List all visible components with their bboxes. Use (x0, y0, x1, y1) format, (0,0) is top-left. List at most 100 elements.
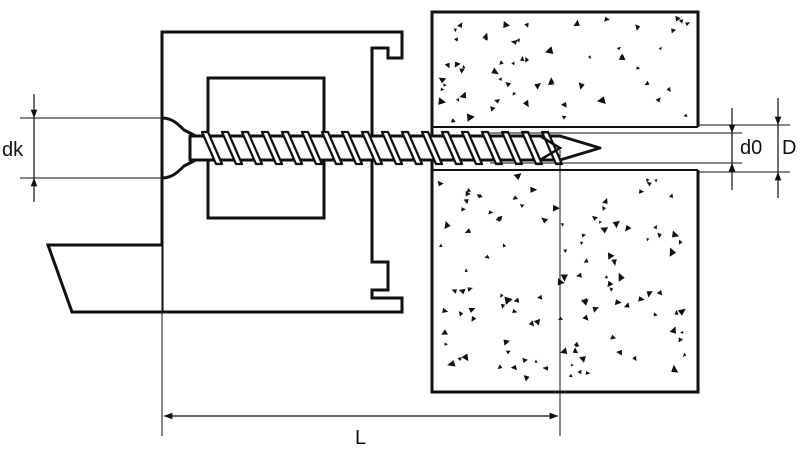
aggregate-speck (458, 288, 466, 295)
aggregate-speck (646, 181, 652, 187)
aggregate-speck (666, 87, 671, 92)
aggregate-speck (463, 199, 469, 205)
aggregate-speck (471, 316, 477, 322)
aggregate-speck (582, 314, 589, 321)
aggregate-speck (545, 46, 554, 54)
thread-flight (500, 130, 524, 166)
thread-flight (380, 130, 404, 166)
aggregate-speck (484, 254, 490, 259)
aggregate-speck (592, 306, 599, 313)
aggregate-speck (644, 80, 650, 86)
aggregate-speck (441, 329, 448, 335)
thread-flight (520, 130, 544, 166)
thread-flight (400, 130, 424, 166)
aggregate-speck (678, 19, 684, 24)
aggregate-speck (682, 352, 687, 357)
aggregate-speck (438, 77, 447, 84)
aggregate-speck (524, 22, 529, 28)
screw (160, 116, 602, 180)
aggregate-speck (558, 316, 564, 320)
aggregate-speck (607, 252, 615, 260)
thread-flight (420, 130, 444, 166)
aggregate-speck (638, 296, 645, 302)
aggregate-speck (560, 274, 568, 282)
sill-flange (45, 243, 162, 314)
aggregate-speck (618, 54, 626, 61)
aggregate-speck (587, 55, 592, 60)
aggregate-speck (653, 312, 658, 317)
dimension-dk: dk (2, 94, 162, 202)
aggregate-speck (600, 227, 609, 234)
aggregate-speck (669, 326, 676, 334)
aggregate-speck (464, 268, 468, 272)
aggregate-speck (674, 309, 679, 315)
thread-flight (340, 130, 364, 166)
aggregate-speck (453, 28, 457, 33)
aggregate-speck (656, 290, 663, 296)
aggregate-speck (458, 311, 464, 317)
aggregate-speck (573, 341, 579, 347)
aggregate-speck (616, 349, 622, 356)
aggregate-speck (522, 357, 528, 363)
aggregate-speck (462, 64, 466, 69)
aggregate-speck (678, 337, 684, 343)
aggregate-speck (578, 82, 585, 90)
dimension-D: D (698, 98, 796, 198)
aggregate-speck (678, 239, 683, 245)
thread-flight (300, 130, 324, 166)
aggregate-speck (466, 113, 475, 122)
aggregate-speck (668, 193, 674, 198)
thread-flight (200, 130, 224, 166)
aggregate-speck (510, 40, 518, 45)
aggregate-speck (520, 56, 525, 62)
aggregate-speck (442, 307, 449, 313)
aggregate-speck (561, 115, 567, 120)
aggregate-speck (484, 37, 488, 41)
aggregate-speck (459, 68, 465, 74)
aggregate-speck (604, 275, 608, 279)
aggregate-speck (685, 22, 691, 27)
aggregate-speck (494, 99, 500, 104)
aggregate-speck (504, 296, 513, 305)
aggregate-speck (599, 220, 602, 224)
aggregate-speck (511, 61, 515, 66)
aggregate-speck (438, 97, 447, 105)
aggregate-speck (552, 204, 560, 212)
aggregate-speck (560, 347, 568, 354)
aggregate-speck (655, 97, 661, 103)
aggregate-speck (596, 96, 606, 104)
aggregate-speck (528, 320, 535, 327)
aggregate-speck (639, 189, 645, 194)
dimension-L: L (161, 150, 561, 449)
aggregate-speck (618, 272, 625, 282)
aggregate-speck (680, 331, 684, 334)
aggregate-speck (614, 299, 622, 306)
aggregate-speck (437, 180, 444, 187)
aggregate-speck (607, 280, 614, 288)
aggregate-speck (669, 247, 677, 257)
thread-flight (320, 130, 344, 166)
aggregate-speck (450, 118, 456, 123)
aggregate-speck (592, 215, 598, 221)
concrete-wall (430, 10, 700, 394)
aggregate-speck (560, 223, 565, 227)
aggregate-speck (568, 373, 573, 378)
aggregate-speck (457, 357, 462, 361)
aggregate-speck (513, 173, 522, 181)
aggregate-speck (476, 194, 482, 199)
aggregate-speck (572, 347, 579, 354)
aggregate-speck (571, 363, 574, 367)
aggregate-speck (609, 287, 614, 292)
aggregate-speck (503, 21, 510, 28)
aggregate-speck (491, 67, 499, 75)
aggregate-speck (503, 339, 510, 346)
label-L: L (355, 427, 366, 449)
aggregate-speck (585, 371, 591, 375)
aggregate-speck (646, 238, 650, 242)
aggregate-speck (623, 302, 630, 308)
aggregate-speck (454, 61, 461, 68)
aggregate-speck (548, 80, 555, 85)
aggregate-speck (683, 113, 688, 117)
aggregate-speck (467, 287, 473, 292)
